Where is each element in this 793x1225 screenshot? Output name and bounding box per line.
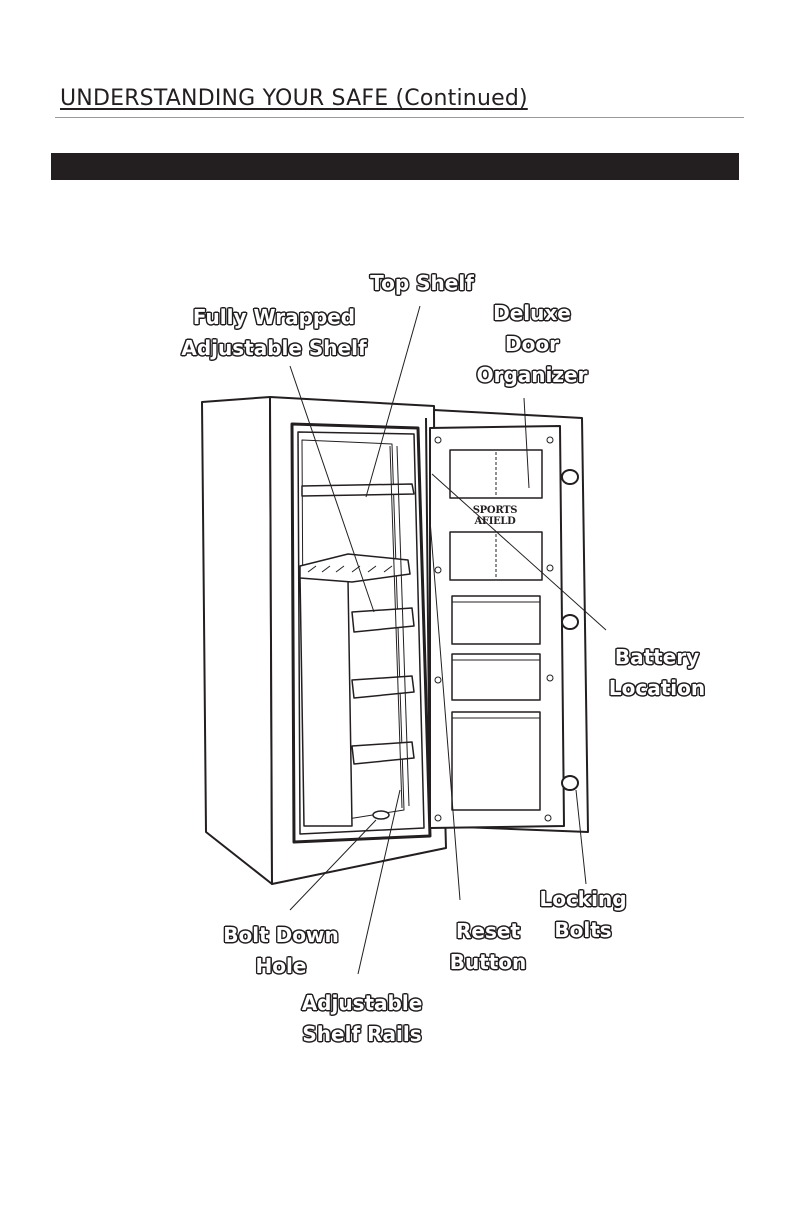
- door-screw-6: [547, 675, 553, 681]
- organizer-pocket-5: [452, 712, 540, 810]
- top-shelf: [302, 484, 414, 496]
- label-battery-location: Battery Location: [594, 642, 720, 704]
- door-screw-5: [435, 677, 441, 683]
- organizer-pocket-4: [452, 654, 540, 700]
- locking-bolt-1: [562, 470, 578, 484]
- door-screw-7: [435, 815, 441, 821]
- label-door-organizer: Deluxe Door Organizer: [468, 298, 596, 391]
- bolt-down-hole: [373, 811, 389, 819]
- organizer-pocket-3: [452, 596, 540, 644]
- door-screw-4: [547, 565, 553, 571]
- locking-bolt-2: [562, 615, 578, 629]
- door-screw-2: [547, 437, 553, 443]
- label-reset-button: Reset Button: [432, 916, 544, 978]
- gun-rack-panel: [300, 575, 352, 826]
- label-shelf-rails: Adjustable Shelf Rails: [292, 988, 432, 1050]
- safe-body-side: [202, 397, 272, 884]
- door-screw-8: [545, 815, 551, 821]
- locking-bolt-3: [562, 776, 578, 790]
- label-top-shelf: Top Shelf: [366, 268, 478, 299]
- sports-afield-logo: SPORTS AFIELD: [462, 505, 528, 527]
- label-bolt-down-hole: Bolt Down Hole: [214, 920, 348, 982]
- door-screw-1: [435, 437, 441, 443]
- door-screw-3: [435, 567, 441, 573]
- label-fully-wrapped-shelf: Fully Wrapped Adjustable Shelf: [176, 302, 372, 364]
